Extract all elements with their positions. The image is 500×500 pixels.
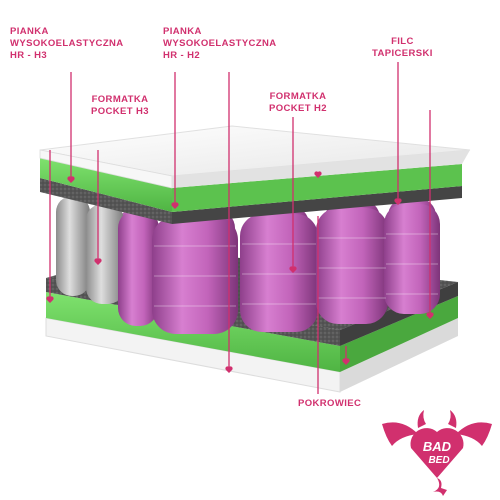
label-foam-h3-line3: HR - H3	[10, 50, 48, 61]
logo-horn-right	[448, 410, 457, 428]
bottom-cover-side-right	[340, 318, 458, 392]
label-pocket-h2-line2: POCKET H2	[269, 103, 327, 114]
label-pocket-h3: FORMATKA POCKET H3	[91, 94, 149, 118]
top-foam-side	[40, 158, 172, 212]
bad-bed-logo: BAD BED	[382, 410, 492, 496]
top-felt-side	[40, 178, 172, 224]
logo-text-bad: BAD	[423, 439, 452, 454]
label-cover: POKROWIEC	[298, 398, 361, 410]
top-foam-side-right	[172, 164, 462, 212]
spring-ribs	[154, 233, 438, 307]
label-pocket-h3-line1: FORMATKA	[91, 94, 149, 105]
label-felt-line1: FILC	[391, 36, 414, 47]
label-foam-h3-line1: PIANKA	[10, 26, 49, 37]
label-foam-h2-line1: PIANKA	[163, 26, 202, 37]
label-foam-h2: PIANKA WYSOKOELASTYCZNA HR - H2	[163, 26, 277, 62]
label-pocket-h2-line1: FORMATKA	[269, 91, 327, 102]
springs-front-row	[56, 196, 440, 334]
logo-tail	[433, 478, 447, 496]
logo-wing-left	[382, 422, 418, 446]
label-felt-line2: TAPICERSKI	[372, 48, 433, 59]
label-cover-line1: POKROWIEC	[298, 398, 362, 409]
logo-heart	[410, 428, 464, 478]
logo-wing-right	[456, 422, 492, 446]
pointer-lines	[49, 62, 431, 394]
label-pocket-h3-line2: POCKET H3	[91, 106, 149, 117]
heart-markers	[46, 171, 434, 373]
top-felt-side-right	[172, 186, 462, 224]
label-felt: FILC TAPICERSKI	[372, 36, 433, 60]
label-foam-h3: PIANKA WYSOKOELASTYCZNA HR - H3	[10, 26, 124, 62]
top-cover-side-right	[172, 150, 470, 188]
label-foam-h2-line2: WYSOKOELASTYCZNA	[163, 38, 277, 49]
label-pocket-h2: FORMATKA POCKET H2	[269, 91, 327, 115]
logo-text-bed: BED	[428, 455, 449, 466]
logo-horn-left	[417, 410, 426, 428]
label-foam-h3-line2: WYSOKOELASTYCZNA	[10, 38, 124, 49]
label-foam-h2-line3: HR - H2	[163, 50, 201, 61]
